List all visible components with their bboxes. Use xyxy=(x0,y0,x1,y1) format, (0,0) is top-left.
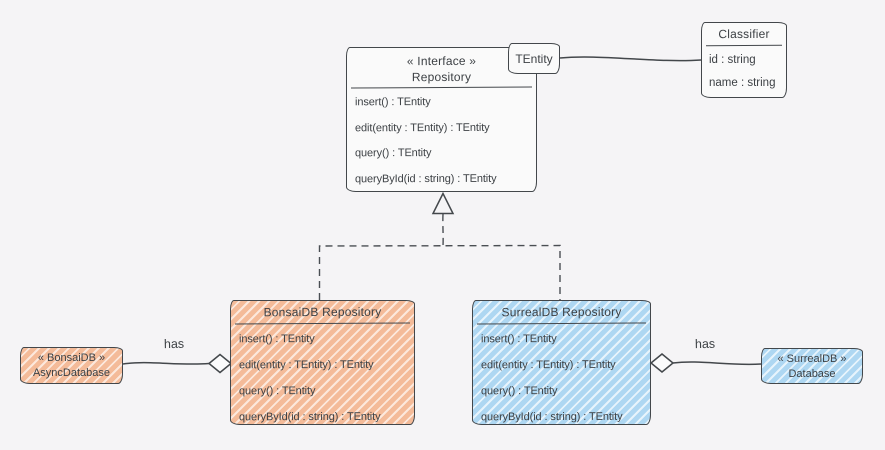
attribute-row: name : string xyxy=(709,77,776,89)
interface-methods: insert() : TEntity edit(entity : TEntity… xyxy=(347,88,536,192)
bonsai-asyncdatabase-node[interactable]: « BonsaiDB » AsyncDatabase xyxy=(20,347,123,384)
surreal-methods: insert() : TEntity edit(entity : TEntity… xyxy=(473,324,650,430)
tentity-classifier-edge[interactable] xyxy=(559,56,702,62)
attribute-row: id : string xyxy=(709,54,756,66)
bonsai-has-edge[interactable] xyxy=(122,361,210,365)
surreal-repository-name: SurrealDB Repository xyxy=(501,304,622,320)
bonsai-repository-name: BonsaiDB Repository xyxy=(263,304,382,320)
interface-name: Repository xyxy=(411,69,472,85)
surreal-has-label: has xyxy=(694,336,716,352)
aggregation-diamond-right-icon[interactable] xyxy=(649,353,675,373)
method-row: edit(entity : TEntity) : TEntity xyxy=(354,121,490,134)
surreal-repository-node[interactable]: SurrealDB Repository insert() : TEntity … xyxy=(472,300,651,425)
method-row: query() : TEntity xyxy=(480,385,558,398)
method-row: query() : TEntity xyxy=(238,385,316,398)
tentity-node[interactable]: TEntity xyxy=(508,43,560,74)
method-row: edit(entity : TEntity) : TEntity xyxy=(238,358,374,372)
bonsai-db-labels: « BonsaiDB » AsyncDatabase xyxy=(21,348,122,381)
surreal-database-node[interactable]: « SurrealDB » Database xyxy=(761,348,863,384)
bonsai-methods: insert() : TEntity edit(entity : TEntity… xyxy=(231,324,414,430)
bonsai-db-name: AsyncDatabase xyxy=(32,367,111,379)
classifier-node[interactable]: Classifier id : string name : string xyxy=(701,22,787,98)
surreal-has-edge[interactable] xyxy=(672,361,762,366)
interface-repository-node[interactable]: « Interface » Repository insert() : TEnt… xyxy=(346,47,537,192)
method-row: edit(entity : TEntity) : TEntity xyxy=(480,358,616,372)
method-row: queryById(id : string) : TEntity xyxy=(354,172,497,185)
method-row: query() : TEntity xyxy=(354,147,432,160)
aggregation-diamond-left-icon[interactable] xyxy=(207,353,233,374)
bonsai-db-stereotype: « BonsaiDB » xyxy=(37,352,106,364)
tentity-label: TEntity xyxy=(515,51,553,66)
realization-arrowhead-icon[interactable] xyxy=(431,191,455,215)
bonsai-repository-node[interactable]: BonsaiDB Repository insert() : TEntity e… xyxy=(230,300,415,425)
classifier-name: Classifier xyxy=(718,26,770,42)
method-row: queryById(id : string) : TEntity xyxy=(480,410,623,424)
surreal-db-name: Database xyxy=(788,368,836,380)
surreal-db-labels: « SurrealDB » Database xyxy=(762,349,862,382)
bonsai-has-label: has xyxy=(163,336,185,352)
method-row: queryById(id : string) : TEntity xyxy=(238,410,381,424)
realization-edge-branch[interactable] xyxy=(318,244,561,301)
surreal-db-stereotype: « SurrealDB » xyxy=(777,353,847,365)
method-row: insert() : TEntity xyxy=(354,96,431,109)
method-row: insert() : TEntity xyxy=(480,333,557,346)
method-row: insert() : TEntity xyxy=(238,333,315,346)
